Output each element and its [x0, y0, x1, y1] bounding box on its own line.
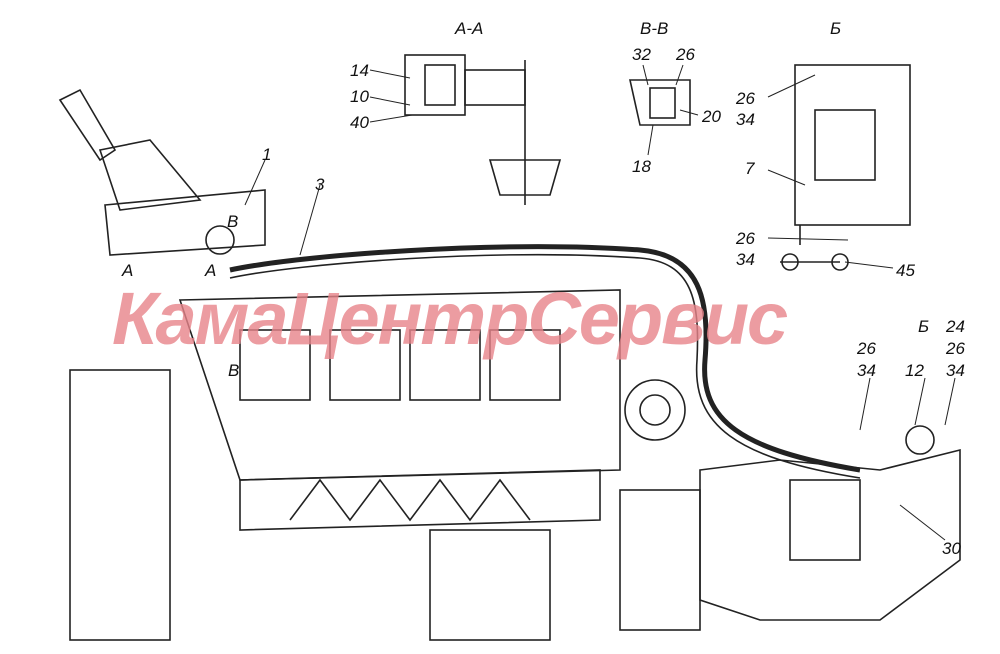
- callout-7: 7: [745, 159, 755, 178]
- callout-3: 3: [315, 175, 325, 194]
- callout-26-b: 26: [736, 89, 755, 108]
- cut-label-b-bottom: В: [228, 361, 240, 380]
- callout-24: 24: [946, 317, 965, 336]
- callout-26: 26: [676, 45, 695, 64]
- callout-1: 1: [262, 145, 272, 164]
- callout-20: 20: [702, 107, 721, 126]
- section-v-v: [629, 79, 691, 126]
- cut-label-a-right: А: [205, 261, 217, 280]
- callout-26-c: 26: [736, 229, 755, 248]
- callout-45: 45: [896, 261, 915, 280]
- callout-26-d: 26: [946, 339, 965, 358]
- callout-18: 18: [632, 157, 651, 176]
- callout-34-e: 34: [857, 361, 876, 380]
- cut-label-b-top: В: [227, 212, 239, 231]
- callout-34-c: 34: [736, 250, 755, 269]
- callout-40: 40: [350, 113, 369, 132]
- section-a-a: [404, 54, 562, 205]
- gear-lever: [58, 88, 266, 256]
- callout-30: 30: [942, 539, 961, 558]
- cut-label-a-left: А: [122, 261, 134, 280]
- section-title-a-a: А-А: [455, 19, 484, 38]
- leader-lines: [244, 64, 956, 541]
- cable: [229, 244, 861, 473]
- engine-block: [69, 289, 961, 641]
- view-arrow-b: Б: [918, 317, 930, 336]
- watermark: КамаЦентрСервис: [112, 277, 788, 360]
- callout-34-d: 34: [946, 361, 965, 380]
- view-b: [780, 64, 911, 271]
- view-title-b: Б: [830, 19, 842, 38]
- callout-14: 14: [350, 61, 369, 80]
- section-title-v-v: В-В: [640, 19, 669, 38]
- callout-34-b: 34: [736, 110, 755, 129]
- callout-12: 12: [905, 361, 924, 380]
- callout-32: 32: [632, 45, 651, 64]
- callout-26-e: 26: [857, 339, 876, 358]
- callout-10: 10: [350, 87, 369, 106]
